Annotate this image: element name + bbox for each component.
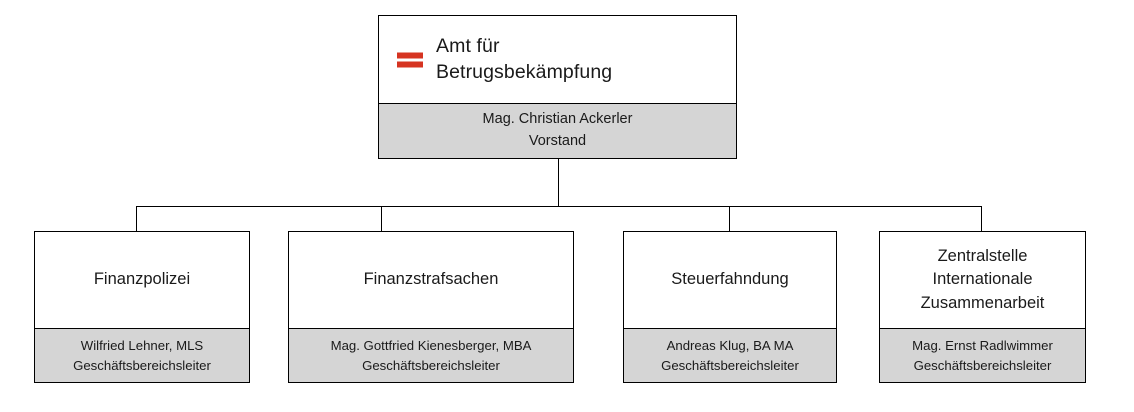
root-heading-wrap: Amt für Betrugsbekämpfung — [397, 34, 612, 85]
austria-flag-icon — [397, 52, 423, 67]
child-3-footer: Andreas Klug, BA MA Geschäftsbereichslei… — [624, 328, 836, 382]
child-4-title: Zentralstelle Internationale Zusammenarb… — [880, 232, 1085, 328]
child-4-footer: Mag. Ernst Radlwimmer Geschäftsbereichsl… — [880, 328, 1085, 382]
connector-drop-2 — [381, 206, 383, 232]
child-1-person-role: Geschäftsbereichsleiter — [73, 357, 211, 373]
connector-drop-3 — [729, 206, 731, 232]
child-1-person-name: Wilfried Lehner, MLS — [80, 337, 204, 353]
org-node-steuerfahndung[interactable]: Steuerfahndung Andreas Klug, BA MA Gesch… — [623, 231, 837, 383]
org-node-finanzpolizei[interactable]: Finanzpolizei Wilfried Lehner, MLS Gesch… — [34, 231, 250, 383]
child-3-title: Steuerfahndung — [624, 232, 836, 328]
child-4-person-role: Geschäftsbereichsleiter — [913, 357, 1052, 373]
root-title-section: Amt für Betrugsbekämpfung — [379, 16, 736, 103]
connector-root-stem — [557, 158, 559, 206]
root-footer: Mag. Christian Ackerler Vorstand — [379, 103, 736, 158]
child-2-person-role: Geschäftsbereichsleiter — [362, 357, 500, 373]
org-node-zentralstelle-internationale-zusammenarbeit[interactable]: Zentralstelle Internationale Zusammenarb… — [879, 231, 1086, 383]
child-3-person-role: Geschäftsbereichsleiter — [661, 357, 799, 373]
connector-drop-1 — [136, 206, 138, 232]
child-1-title: Finanzpolizei — [35, 232, 249, 328]
org-node-root[interactable]: Amt für Betrugsbekämpfung Mag. Christian… — [378, 15, 737, 159]
root-person-name: Mag. Christian Ackerler — [482, 111, 633, 128]
child-2-title: Finanzstrafsachen — [289, 232, 573, 328]
org-node-finanzstrafsachen[interactable]: Finanzstrafsachen Mag. Gottfried Kienesb… — [288, 231, 574, 383]
connector-horizontal-bus — [136, 205, 982, 207]
root-title-text: Amt für Betrugsbekämpfung — [436, 34, 613, 83]
connector-drop-4 — [980, 206, 982, 232]
root-person-role: Vorstand — [528, 133, 587, 149]
child-4-person-name: Mag. Ernst Radlwimmer — [912, 337, 1053, 353]
child-2-person-name: Mag. Gottfried Kienesberger, MBA — [330, 337, 532, 353]
child-3-person-name: Andreas Klug, BA MA — [666, 337, 794, 353]
child-2-footer: Mag. Gottfried Kienesberger, MBA Geschäf… — [289, 328, 573, 382]
child-1-footer: Wilfried Lehner, MLS Geschäftsbereichsle… — [35, 328, 249, 382]
